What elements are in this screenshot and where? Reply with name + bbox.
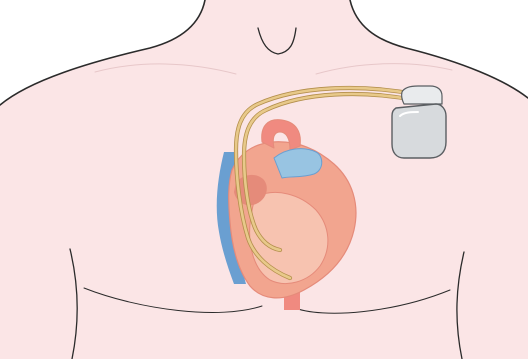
pacemaker-casing <box>392 104 446 158</box>
pulmonary-artery <box>274 149 322 178</box>
pacemaker-header <box>402 86 442 104</box>
